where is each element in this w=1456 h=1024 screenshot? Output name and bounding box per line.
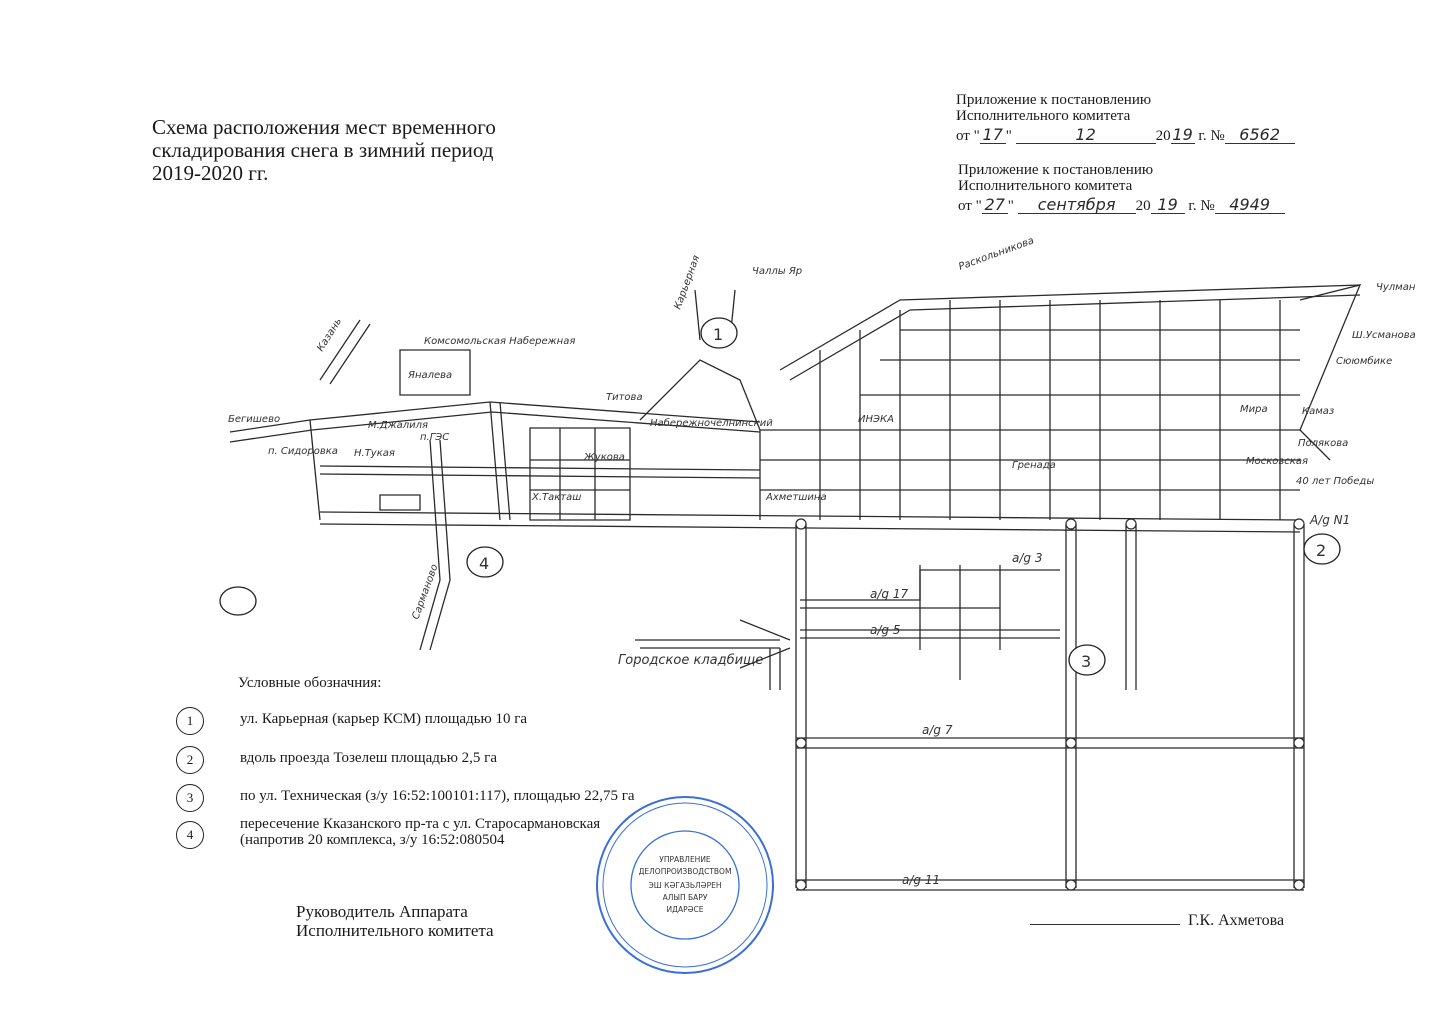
label-kazan: Казань	[315, 316, 344, 353]
legend-item-3: 3 по ул. Техническая (з/у 16:52:100101:1…	[176, 783, 635, 813]
label-n-tukaya: Н.Тукая	[354, 448, 395, 459]
label-p-ges: п.ГЭС	[420, 432, 449, 443]
legend-circle-1: 1	[176, 707, 204, 735]
label-zhukova: Жукова	[583, 452, 625, 463]
road-junctions	[795, 518, 1305, 891]
label-syuyumbike: Сююмбике	[1336, 355, 1392, 367]
stamp-line-1: УПРАВЛЕНИЕ	[659, 855, 711, 864]
label-ag5: a/g 5	[870, 623, 900, 637]
attachment-1-day: 17	[979, 127, 1006, 144]
signer: Г.К. Ахметова	[1030, 912, 1284, 930]
label-inekl: ИНЭКА	[858, 414, 894, 425]
svg-text:3: 3	[1081, 652, 1091, 671]
label-chulman: Чулман	[1376, 282, 1416, 293]
stamp-line-4: АЛЫП БАРУ	[663, 893, 708, 902]
label-ag11: a/g 11	[902, 873, 940, 887]
label-chally-yar: Чаллы Яр	[752, 266, 802, 277]
legend-circle-4: 4	[176, 821, 204, 849]
svg-text:1: 1	[713, 325, 723, 344]
attachment-2-line-2: Исполнительного комитета	[958, 178, 1133, 194]
legend-circle-3: 3	[176, 784, 204, 812]
label-titova: Титова	[606, 392, 643, 403]
label-yanasheva: Яналева	[407, 370, 452, 381]
site-marker-1: 1	[700, 317, 738, 349]
label-kh-taktash: Х.Такташ	[531, 492, 581, 503]
legend-item-1: 1 ул. Карьерная (карьер КСМ) площадью 10…	[176, 706, 527, 736]
legend-item-4: 4 пересечение Кказанского пр-та с ул. Ст…	[176, 816, 600, 850]
stamp-line-2: ДЕЛОПРОИЗВОДСТВОМ	[639, 867, 732, 876]
attachment-1-line-1: Приложение к постановлению	[956, 92, 1152, 108]
legend-text-3: по ул. Техническая (з/у 16:52:100101:117…	[240, 788, 635, 804]
legend-text-2: вдоль проезда Тозелеш площадью 2,5 га	[240, 750, 497, 766]
attachment-2-number: 4949	[1214, 197, 1285, 214]
attachment-header-1: Приложение к постановлению Исполнительно…	[956, 92, 1295, 144]
signature-block: Руководитель Аппарата Исполнительного ко…	[296, 902, 494, 940]
stamp-line-5: ИДАРӘСЕ	[666, 905, 703, 914]
label-poliakova: Полякова	[1298, 438, 1348, 449]
site-marker-2: 2	[1303, 533, 1341, 565]
legend-text-1: ул. Карьерная (карьер КСМ) площадью 10 г…	[240, 711, 528, 727]
label-m-jalil: М.Джалиля	[368, 420, 428, 431]
stamp-line-3: ЭШ КӘГАЗЬЛӘРЕН	[649, 881, 722, 890]
label-ag3: a/g 3	[1012, 551, 1042, 565]
attachment-1-line-2: Исполнительного комитета	[956, 108, 1131, 124]
label-ag17: a/g 17	[870, 587, 908, 601]
attachment-1-number: 6562	[1224, 127, 1295, 144]
attachment-2-day: 27	[981, 197, 1008, 214]
legend-item-2: 2 вдоль проезда Тозелеш площадью 2,5 га	[176, 745, 497, 775]
title-line-1: Схема расположения мест временного	[152, 115, 496, 139]
official-stamp: УПРАВЛЕНИЕ ДЕЛОПРОИЗВОДСТВОМ ЭШ КӘГАЗЬЛӘ…	[596, 796, 774, 974]
label-raskolnikova: Раскольникова	[957, 235, 1035, 272]
road-network	[229, 284, 1362, 891]
label-naberezhnocheln: Набережночелнинский	[650, 417, 773, 429]
site-marker-4: 4	[466, 546, 504, 578]
label-begishevo: Бегишево	[228, 414, 280, 425]
label-ahmetshina: Ахметшина	[765, 492, 827, 503]
label-ag1: А/g N1	[1309, 513, 1350, 527]
label-grenada: Гренада	[1012, 460, 1056, 471]
label-usmanova: Ш.Усманова	[1352, 330, 1416, 341]
label-city-cemetery: Городское кладбище	[618, 653, 763, 668]
label-komsomolskaya: Комсомольская Набережная	[424, 335, 575, 347]
signer-name: Г.К. Ахметова	[1188, 912, 1285, 929]
empty-circle-marker	[219, 586, 257, 616]
title-line-3: 2019-2020 гг.	[152, 161, 269, 185]
site-marker-3: 3	[1068, 644, 1106, 676]
attachment-header-2: Приложение к постановлению Исполнительно…	[958, 162, 1285, 214]
legend-text-4b: (напротив 20 комплекса, з/у 16:52:080504	[240, 832, 505, 848]
label-kamaz: Камаз	[1302, 406, 1334, 417]
label-karernaya: Карьерная	[672, 254, 702, 311]
attachment-2-month: сентября	[1017, 197, 1136, 214]
legend-title: Условные обозначния:	[238, 675, 382, 691]
label-ag7: a/g 7	[922, 723, 953, 737]
label-moskovskaya: Московская	[1246, 456, 1308, 467]
svg-text:4: 4	[479, 554, 489, 573]
signature-line-2: Исполнительного комитета	[296, 921, 494, 940]
label-sidorovka: п. Сидоровка	[268, 446, 338, 457]
attachment-1-year: 19	[1170, 125, 1195, 144]
signature-line	[1030, 924, 1180, 925]
legend-circle-2: 2	[176, 746, 204, 774]
label-pobedy: 40 лет Победы	[1296, 475, 1374, 487]
attachment-2-year: 19	[1150, 197, 1185, 214]
attachment-1-month: 12	[1015, 127, 1156, 144]
attachment-2-line-1: Приложение к постановлению	[958, 162, 1154, 178]
label-mira: Мира	[1240, 404, 1268, 415]
document-title: Схема расположения мест временного склад…	[152, 116, 496, 185]
signature-line-1: Руководитель Аппарата	[296, 902, 468, 921]
svg-text:2: 2	[1316, 541, 1326, 560]
site-markers: 1 2 3 4	[219, 317, 1341, 676]
title-line-2: складирования снега в зимний период	[152, 138, 494, 162]
legend-text-4: пересечение Кказанского пр-та с ул. Стар…	[240, 816, 601, 832]
